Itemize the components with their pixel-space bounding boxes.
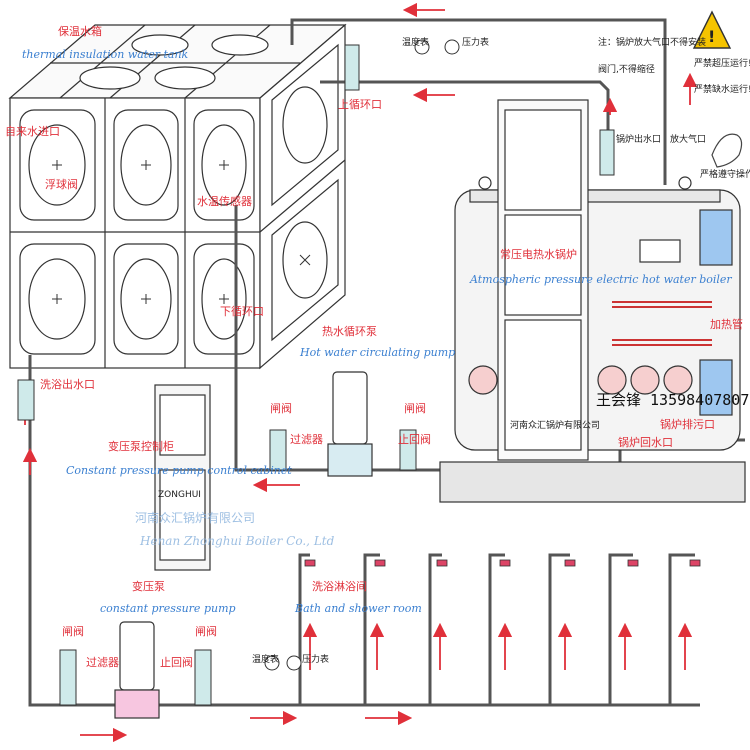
heating-tubes [612,301,712,346]
float-valve-label: 浮球阀 [45,177,78,191]
circ-pump-label-cn: 热水循环泵 [322,325,377,338]
gate-valve-label-2: 闸阀 [404,401,426,415]
boiler-label-en: Atmospheric pressure electric hot water … [469,273,732,286]
gate-valve-label-3: 闸阀 [62,624,84,638]
thermometer-label-2: 温度表 [252,653,279,665]
filter-label-1: 过滤器 [290,433,323,446]
shower-heads [304,559,701,567]
notice-line-2: 阀门,不得缩径 [598,63,655,75]
cabinet-label-en: Constant pressure pump control cabinet [66,464,292,477]
panel-label: ZONGHUI [158,490,201,500]
warning-triangle-icon: ! [692,10,732,49]
inlet-label: 自来水进口 [5,125,60,138]
boiler-outlet-label: 锅炉出水口 [616,133,661,145]
boiler-label-cn: 常压电热水锅炉 [500,248,577,261]
filter-label-2: 过滤器 [86,656,119,669]
phone-number: 王会锋 13598407807 [596,391,749,409]
tank-crosshairs [52,160,311,304]
warning-line-1: 严禁超压运行! [694,57,750,69]
boiler [439,99,746,503]
control-cabinet [154,384,211,571]
boiler-nameplate: 河南众汇锅炉有限公司 [510,419,600,431]
boiler-return-label: 锅炉回水口 [618,436,673,449]
check-valve-label-2: 止回阀 [160,655,193,669]
watermark-en: Henan Zhonghui Boiler Co., Ltd [139,534,335,548]
constant-pressure-pump [114,621,160,719]
hand-icon [711,133,743,168]
gate-valve-label-4: 闸阀 [195,624,217,638]
const-pump-label-cn: 变压泵 [132,579,165,593]
shower-room-label-en: Bath and shower room [294,602,422,615]
notice-line-1: 注：锅炉放大气口不得安装 [598,36,706,48]
shower-outlet-label: 洗浴出水口 [40,377,95,391]
const-pump-label-en: constant pressure pump [100,602,236,615]
temp-sensor-label: 水温传感器 [197,195,252,208]
gauges [264,39,460,671]
tank-label-en: thermal insulation water tank [22,48,189,61]
upper-return-label: 上循环口 [338,98,382,111]
warning-line-2: 严禁缺水运行! [694,83,750,95]
warning-line-3: 严格遵守操作规程 [700,168,750,180]
check-valve-label-1: 止回阀 [398,432,431,446]
circ-pump-label-en: Hot water circulating pump [299,346,455,359]
svg-text:!: ! [708,27,715,46]
valves [17,44,615,706]
heating-tube-label: 加热管 [710,317,743,331]
cabinet-label-cn: 变压泵控制柜 [108,439,174,453]
water-tank [8,23,347,370]
pressure-gauge-label-2: 压力表 [302,653,329,665]
boiler-drain-label: 锅炉排污口 [660,417,715,431]
lower-return-label: 下循环口 [220,305,264,318]
shower-room-label-cn: 洗浴淋浴间 [312,580,367,593]
tank-label-cn: 保温水箱 [58,24,102,38]
gate-valve-label-1: 闸阀 [270,401,292,415]
pressure-gauge-label-1: 压力表 [462,36,489,48]
circulating-pump [327,371,373,477]
vent-label: 放大气口 [670,133,706,145]
thermometer-label-1: 温度表 [402,36,429,48]
watermark-cn: 河南众汇锅炉有限公司 [135,510,255,525]
